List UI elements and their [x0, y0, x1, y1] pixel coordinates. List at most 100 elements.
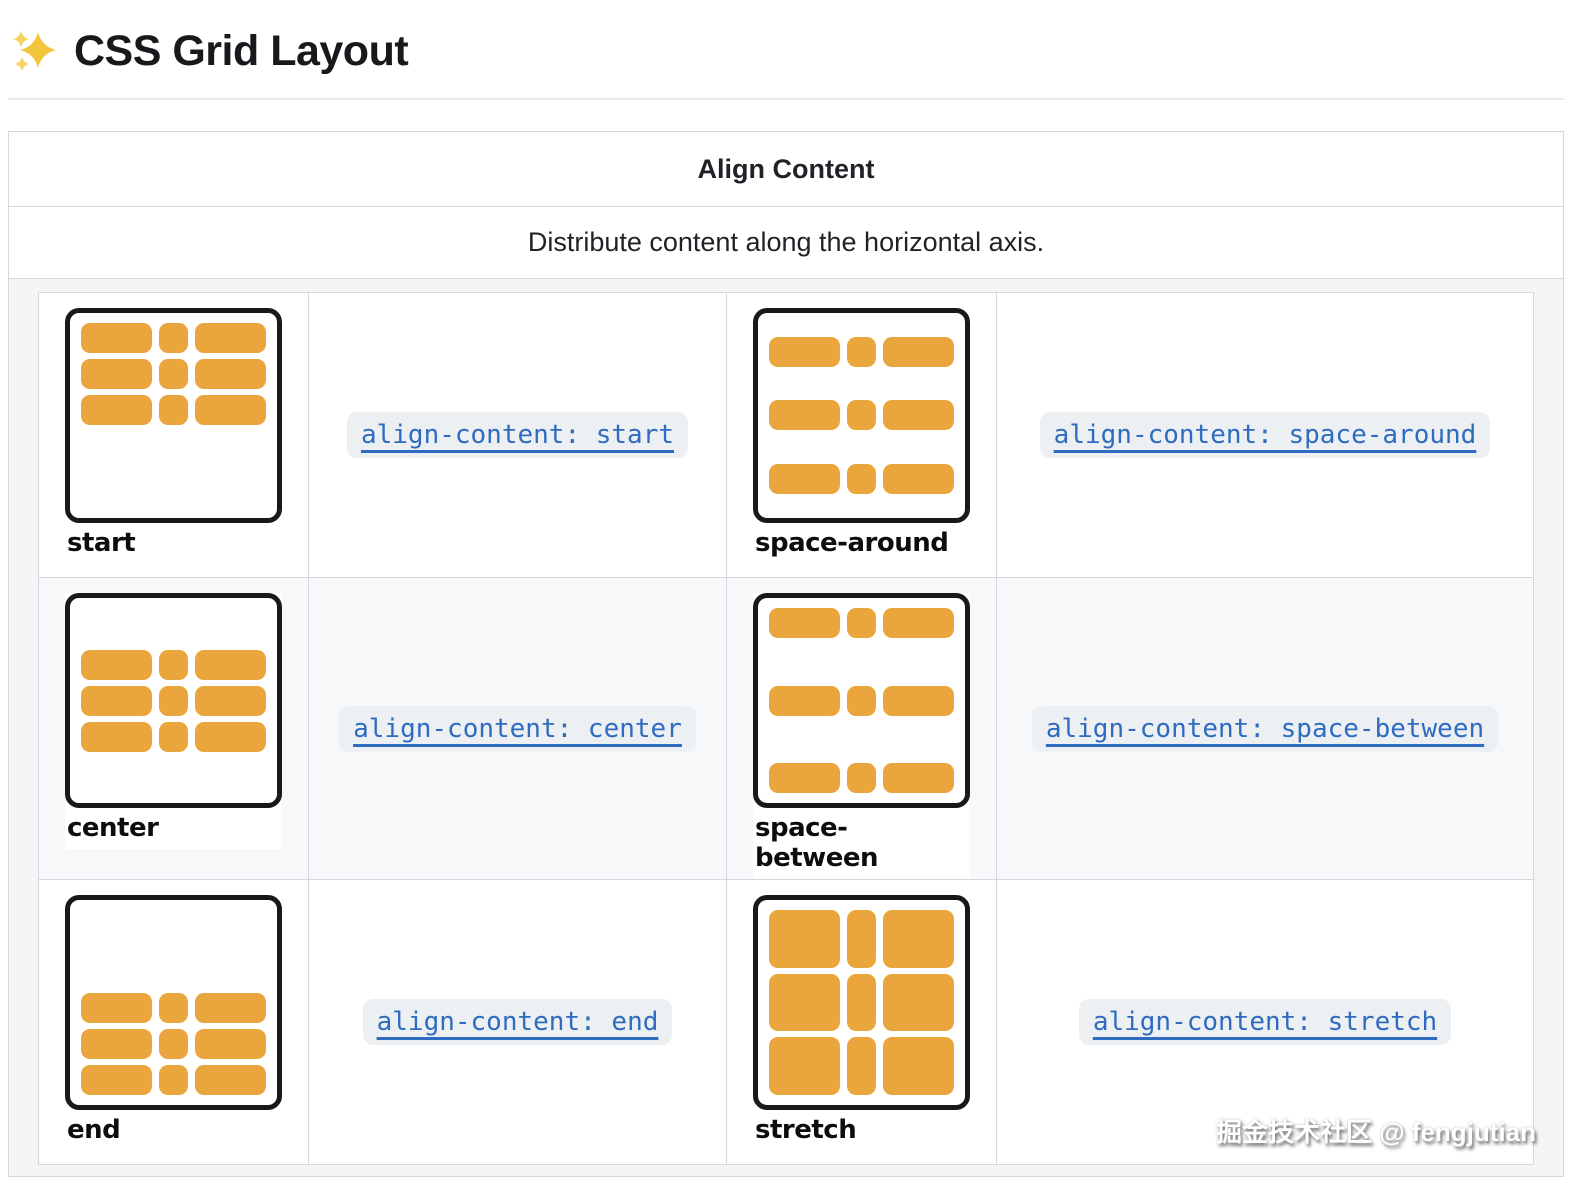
diagram-label: end	[67, 1115, 121, 1145]
grid-item-block	[769, 763, 840, 793]
grid-item-block	[769, 1037, 840, 1095]
grid-item-block	[158, 395, 189, 425]
grid-item-block	[195, 1065, 266, 1095]
diagram-cell-end: end	[38, 879, 309, 1165]
link-cell-space-around: align-content: space-around	[996, 292, 1534, 578]
grid-item-block	[195, 993, 266, 1023]
grid-item-block	[81, 395, 152, 425]
grid-item-block	[846, 608, 877, 638]
grid-item-block	[81, 721, 152, 752]
grid-item-block	[846, 910, 877, 968]
grid-item-block	[883, 400, 954, 431]
grid-item-block	[81, 1029, 152, 1059]
grid-item-block	[769, 685, 840, 716]
diagram-cell-start: start	[38, 292, 309, 578]
grid-item-block	[883, 973, 954, 1032]
grid-item-block	[846, 685, 877, 716]
diagram-label: stretch	[755, 1115, 857, 1145]
grid-item-block	[81, 359, 152, 389]
link-cell-start: align-content: start	[308, 292, 727, 578]
grid-item-block	[846, 763, 877, 793]
diagram-box-center	[65, 593, 282, 808]
grid-item-block	[158, 721, 189, 752]
align-content-table: Align Content Distribute content along t…	[8, 131, 1564, 1177]
grid-item-block	[158, 649, 189, 680]
grid-item-block	[883, 464, 954, 495]
page-title: CSS Grid Layout	[74, 26, 409, 75]
grid-item-block	[81, 1065, 152, 1095]
link-cell-stretch: align-content: stretch	[996, 879, 1534, 1165]
grid-item-block	[195, 649, 266, 680]
diagram-cell-space-between: space-between	[726, 577, 997, 880]
grid-row-start-space-around: start align-content: start space-around	[38, 292, 1534, 578]
link-cell-space-between: align-content: space-between	[996, 577, 1534, 880]
grid-item-block	[883, 336, 954, 367]
diagram-label: space-between	[755, 813, 878, 873]
grid-item-block	[158, 323, 189, 353]
grid-item-block	[158, 1029, 189, 1059]
sparkles-icon	[13, 31, 56, 71]
align-content-start-link[interactable]: align-content: start	[346, 412, 689, 458]
page-title-row: CSS Grid Layout	[10, 20, 1564, 82]
link-cell-center: align-content: center	[308, 577, 727, 880]
grid-item-block	[846, 400, 877, 431]
grid-item-block	[195, 359, 266, 389]
grid-item-block	[883, 1037, 954, 1095]
grid-item-block	[846, 336, 877, 367]
grid-row-center-space-between: center align-content: center space-betwe…	[38, 577, 1534, 880]
grid-item-block	[883, 910, 954, 968]
diagram-space-between: space-between	[753, 593, 970, 879]
grid-item-block	[81, 993, 152, 1023]
table-description-row: Distribute content along the horizontal …	[8, 206, 1564, 279]
grid-item-block	[883, 763, 954, 793]
grid-item-block	[769, 973, 840, 1032]
align-content-end-link[interactable]: align-content: end	[362, 999, 673, 1045]
diagram-cell-stretch: stretch	[726, 879, 997, 1165]
grid-item-block	[195, 323, 266, 353]
grid-item-block	[769, 400, 840, 431]
diagram-start: start	[65, 308, 282, 564]
grid-item-block	[158, 1065, 189, 1095]
grid-item-block	[883, 608, 954, 638]
grid-item-block	[846, 1037, 877, 1095]
diagram-label: center	[67, 813, 159, 843]
grid-item-block	[883, 685, 954, 716]
align-content-stretch-link[interactable]: align-content: stretch	[1078, 999, 1452, 1045]
diagram-label: space-around	[755, 528, 949, 558]
grid-item-block	[195, 395, 266, 425]
diagram-cell-center: center	[38, 577, 309, 880]
diagram-label: start	[67, 528, 136, 558]
grid-item-block	[769, 910, 840, 968]
table-header-row: Align Content	[8, 131, 1564, 207]
link-cell-end: align-content: end	[308, 879, 727, 1165]
grid-item-block	[769, 464, 840, 495]
grid-item-block	[158, 359, 189, 389]
grid-item-block	[81, 323, 152, 353]
diagram-grid-table: start align-content: start space-around	[38, 292, 1534, 1165]
diagram-box-space-around	[753, 308, 970, 523]
grid-item-block	[769, 608, 840, 638]
diagram-box-space-between	[753, 593, 970, 808]
diagram-cell-space-around: space-around	[726, 292, 997, 578]
diagram-space-around: space-around	[753, 308, 970, 564]
diagram-end: end	[65, 895, 282, 1151]
table-header: Align Content	[8, 131, 1564, 207]
table-body-row: start align-content: start space-around	[8, 278, 1564, 1177]
diagram-box-end	[65, 895, 282, 1110]
diagram-canvas: start align-content: start space-around	[8, 278, 1564, 1177]
grid-item-block	[81, 685, 152, 716]
align-content-space-around-link[interactable]: align-content: space-around	[1039, 412, 1491, 458]
align-content-center-link[interactable]: align-content: center	[339, 705, 696, 752]
align-content-space-between-link[interactable]: align-content: space-between	[1031, 705, 1499, 752]
grid-item-block	[195, 685, 266, 716]
diagram-stretch: stretch	[753, 895, 970, 1151]
grid-item-block	[81, 649, 152, 680]
grid-item-block	[195, 721, 266, 752]
grid-item-block	[158, 685, 189, 716]
diagram-box-stretch	[753, 895, 970, 1110]
grid-item-block	[846, 464, 877, 495]
diagram-box-start	[65, 308, 282, 523]
grid-item-block	[195, 1029, 266, 1059]
grid-row-end-stretch: end align-content: end stretch	[38, 879, 1534, 1165]
diagram-center: center	[65, 593, 282, 849]
